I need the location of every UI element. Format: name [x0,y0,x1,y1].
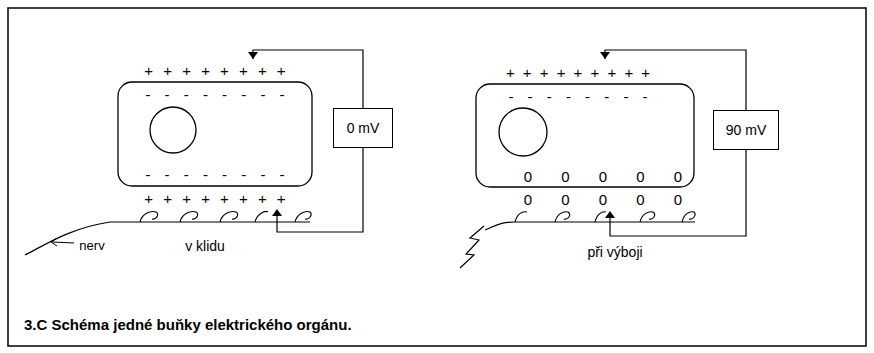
figure-label: v klidu [185,239,225,253]
charge-signs: - - - - - - - - [145,167,284,182]
charge-signs: 0 0 0 0 0 [524,192,682,207]
nerve-fiber [25,222,310,255]
figure-label: při výboji [587,245,642,259]
leader-arrow [51,238,74,246]
electrode-marker [605,211,615,218]
meter-reading: 0 mV [347,120,380,136]
cell-outline [476,84,694,187]
meter-reading: 90 mV [726,122,766,138]
figure-caption: 3.C Schéma jedné buňky elektrického orgá… [24,316,352,333]
charge-signs: + + + + + + + + [144,63,285,78]
cell-nucleus [150,107,196,153]
cell-outline [118,82,312,186]
figure-label: nerv [79,239,104,252]
frame [8,8,866,346]
charge-signs: + + + + + + + + + [506,65,650,80]
cell-nucleus [499,108,547,156]
electrode-marker [272,209,282,216]
nerve-fiber [485,222,695,230]
meter-box: 90 mV [713,110,779,150]
nerve-ending [140,211,311,222]
lightning-symbol [460,226,484,268]
meter-box: 0 mV [333,108,393,148]
charge-signs: 0 0 0 0 0 [524,169,682,184]
charge-signs: - - - - - - - - [508,89,647,104]
electrode-marker [600,52,610,59]
charge-signs: + + + + + + + + [144,191,285,206]
wire [277,148,363,232]
charge-signs: - - - - - - - - [145,87,284,102]
nerve-ending [515,212,695,222]
electrode-marker [248,52,258,59]
